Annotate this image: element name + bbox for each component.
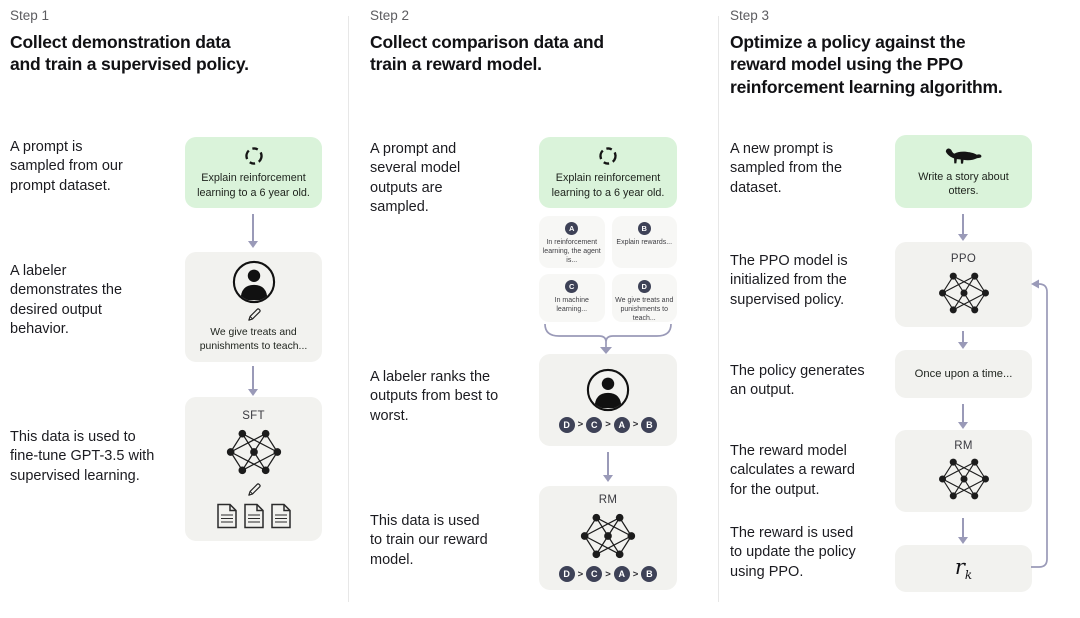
rm-label: RM [954, 440, 973, 452]
step1-labeler-text: We give treats and punishments to teach.… [199, 327, 308, 352]
output-d-badge: D [637, 280, 651, 293]
step3-reward-box: rk [895, 545, 1032, 592]
step1-sft-box: SFT [185, 397, 322, 541]
neural-network-icon [936, 456, 992, 502]
arrow-down [958, 214, 968, 241]
rank-badge: B [641, 566, 658, 582]
output-a-badge: A [565, 222, 579, 235]
arrow-down [603, 452, 613, 482]
step2-label: Step 2 [370, 8, 410, 23]
rank-badge: B [641, 416, 658, 433]
step1-prompt-text: Explain reinforcement learning to a 6 ye… [197, 172, 310, 199]
otter-icon [943, 145, 985, 166]
step3-caption-reward: The reward model calculates a reward for… [730, 443, 855, 498]
step3-output-text: Once upon a time... [914, 367, 1013, 380]
output-d-text: We give treats and punishments to teach.… [615, 297, 674, 323]
step1-labeler-box: We give treats and punishments to teach.… [185, 252, 322, 362]
output-d-box: D We give treats and punishments to teac… [611, 274, 677, 323]
output-c-badge: C [565, 280, 579, 293]
output-b-box: B Explain rewards... [611, 216, 677, 268]
arrow-down [248, 366, 258, 396]
neural-network-icon [578, 511, 638, 561]
pencil-icon [246, 482, 262, 498]
person-icon [586, 368, 630, 412]
rank-badge: C [586, 416, 603, 433]
neural-network-icon [936, 270, 992, 316]
rank-badge: D [558, 416, 575, 433]
step1-title: Collect demonstration data and train a s… [10, 32, 249, 75]
documents-icon [216, 503, 292, 529]
refresh-icon [243, 145, 265, 167]
rm-label: RM [598, 494, 618, 506]
pencil-icon [246, 307, 262, 323]
step2-caption-train: This data is used to train our reward mo… [370, 513, 488, 568]
rank-badge: C [586, 566, 603, 582]
arrow-down [958, 404, 968, 429]
output-c-box: C In machine learning... [539, 274, 605, 322]
output-b-badge: B [637, 222, 651, 235]
ranking-row: D > C > A > B [558, 416, 658, 433]
column-divider-1 [348, 16, 349, 602]
output-a-box: A In reinforcement learning, the agent i… [539, 216, 605, 268]
arrow-down [958, 518, 968, 544]
step3-label: Step 3 [730, 8, 770, 23]
step3-title: Optimize a policy against the reward mod… [730, 32, 1003, 97]
step2-labeler-rank-box: D > C > A > B [539, 354, 677, 446]
person-icon [232, 260, 276, 304]
step3-caption-init: The PPO model is initialized from the su… [730, 253, 848, 308]
ppo-label: PPO [950, 253, 977, 265]
step2-prompt-text: Explain reinforcement learning to a 6 ye… [551, 172, 665, 199]
rank-badge: A [613, 566, 630, 582]
step1-prompt-box: Explain reinforcement learning to a 6 ye… [185, 137, 322, 208]
rank-badge: A [613, 416, 630, 433]
rank-badge: D [558, 566, 575, 582]
step2-rm-box: RM D > C > A > B [539, 486, 677, 590]
neural-network-icon [224, 427, 284, 477]
step2-caption-sampled: A prompt and several model outputs are s… [370, 141, 461, 216]
step1-caption-labeler: A labeler demonstrates the desired outpu… [10, 263, 123, 338]
arrow-down [248, 214, 258, 248]
step3-prompt-text: Write a story about otters. [918, 170, 1009, 197]
step2-title: Collect comparison data and train a rewa… [370, 32, 604, 75]
step2-prompt-box: Explain reinforcement learning to a 6 ye… [539, 137, 677, 208]
step1-label: Step 1 [10, 8, 50, 23]
output-a-text: In reinforcement learning, the agent is.… [542, 239, 601, 265]
step3-caption-generates: The policy generates an output. [730, 363, 865, 399]
refresh-icon [597, 145, 619, 167]
step1-caption-finetune: This data is used to fine-tune GPT-3.5 w… [10, 429, 155, 484]
step3-caption-update: The reward is used to update the policy … [730, 525, 856, 580]
step3-prompt-box: Write a story about otters. [895, 135, 1032, 208]
arrow-down [958, 331, 968, 349]
output-c-text: In machine learning... [554, 297, 589, 314]
converge-bracket-arrow [539, 323, 677, 355]
step2-caption-ranks: A labeler ranks the outputs from best to… [370, 369, 499, 424]
ranking-row: D > C > A > B [558, 566, 658, 582]
step3-ppo-box: PPO [895, 242, 1032, 327]
column-divider-2 [718, 16, 719, 602]
reward-value: rk [954, 554, 973, 583]
output-b-text: Explain rewards... [616, 239, 673, 246]
feedback-loop-arrow [1030, 276, 1052, 574]
step3-caption-prompt: A new prompt is sampled from the dataset… [730, 141, 843, 196]
step3-output-box: Once upon a time... [895, 350, 1032, 398]
step1-caption-prompt: A prompt is sampled from our prompt data… [10, 139, 123, 194]
step3-rm-box: RM [895, 430, 1032, 512]
model-outputs-grid: A In reinforcement learning, the agent i… [539, 216, 677, 322]
sft-label: SFT [242, 409, 265, 422]
